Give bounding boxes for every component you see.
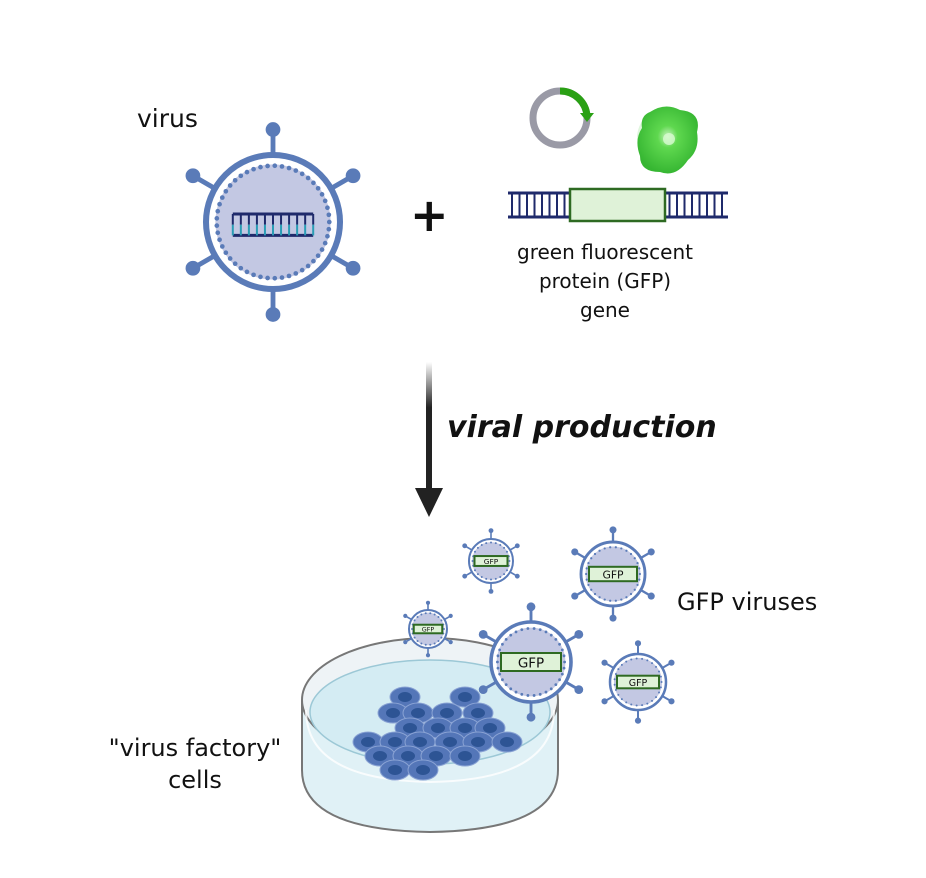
cell <box>449 686 481 708</box>
label-viral-production: viral production <box>447 410 717 445</box>
cell-cluster <box>352 686 523 781</box>
gfp-tag-label: GFP <box>484 557 499 566</box>
cell <box>449 745 481 767</box>
gfp-tag <box>588 565 638 583</box>
gfp-tag <box>473 555 509 567</box>
label-gene-line1: green fluorescent <box>517 240 693 264</box>
gfp-virus: GFP <box>478 602 584 722</box>
gfp-tag <box>500 652 562 672</box>
virus-illustration <box>185 122 361 322</box>
gfp-virus: GFP <box>571 526 655 622</box>
gfp-virus: GFP <box>403 600 453 658</box>
label-factory-line2: cells <box>168 766 222 794</box>
cell <box>379 759 411 781</box>
gfp-tag-label: GFP <box>518 655 544 671</box>
petri-dish <box>301 637 559 834</box>
gfp-tag <box>412 623 444 635</box>
plasmid-icon <box>529 87 594 149</box>
process-arrow <box>415 362 443 517</box>
gfp-tag-label: GFP <box>629 678 648 689</box>
gfp-tag-label: GFP <box>422 626 435 634</box>
label-gfp-viruses: GFP viruses <box>677 588 818 616</box>
virus-illustration <box>185 122 361 322</box>
gfp-protein-icon <box>637 106 698 174</box>
cell <box>491 731 523 753</box>
label-gene-line2: protein (GFP) <box>538 269 672 293</box>
cell <box>407 759 439 781</box>
gfp-tag-label: GFP <box>602 568 624 581</box>
gfp-gene-dna <box>508 187 728 223</box>
label-gene-line3: gene <box>580 298 630 322</box>
gfp-virus: GFP <box>601 640 675 724</box>
cell <box>377 702 409 724</box>
label-gfp-gene: green fluorescent protein (GFP) gene <box>495 238 715 325</box>
gfp-gene-box <box>568 187 667 223</box>
gfp-tag <box>616 674 660 690</box>
label-virus: virus <box>137 104 198 133</box>
plus-sign: + <box>410 188 449 242</box>
label-virus-factory-cells: "virus factory" cells <box>90 732 300 796</box>
gfp-virus-group: GFP GFP GFP GFP GFP <box>403 526 675 724</box>
gfp-virus: GFP <box>462 528 520 594</box>
label-factory-line1: "virus factory" <box>108 734 282 762</box>
